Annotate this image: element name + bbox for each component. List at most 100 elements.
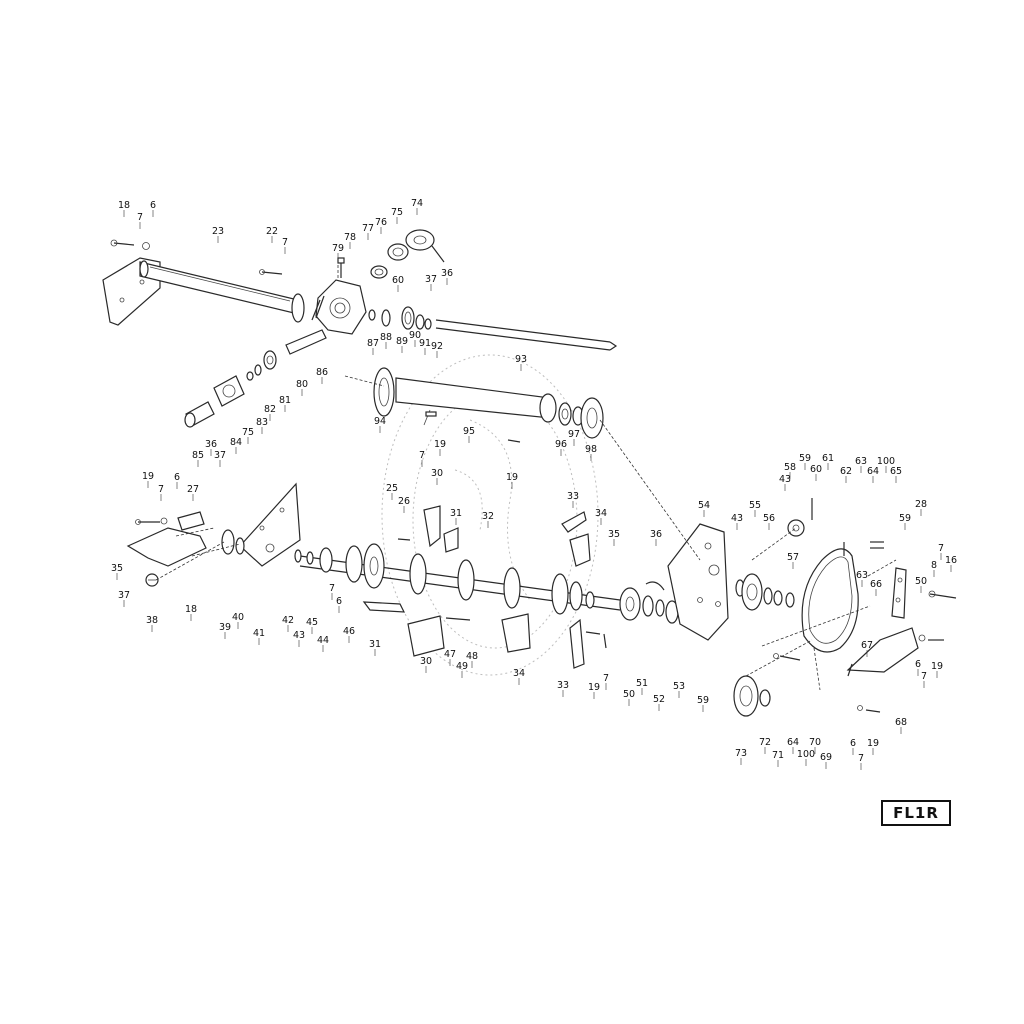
part-number-callout: 6 — [336, 596, 342, 607]
part-number-callout: 47 — [444, 649, 456, 660]
part-number-callout: 7 — [603, 673, 609, 684]
part-number-callout: 88 — [380, 332, 392, 343]
part-number-callout: 67 — [861, 640, 873, 651]
part-number-callout: 59 — [899, 513, 911, 524]
upper-drive-shaft — [368, 306, 618, 351]
part-number-callout: 51 — [636, 678, 648, 689]
part-number-callout: 37 — [425, 274, 437, 285]
part-number-callout: 73 — [735, 748, 747, 759]
part-number-callout: 85 — [192, 450, 204, 461]
part-number-callout: 19 — [434, 439, 446, 450]
part-number-callout: 80 — [296, 379, 308, 390]
part-number-callout: 61 — [822, 453, 834, 464]
part-number-callout: 60 — [810, 464, 822, 475]
part-number-callout: 19 — [867, 738, 879, 749]
part-number-callout: 27 — [187, 484, 199, 495]
part-number-callout: 87 — [367, 338, 379, 349]
part-number-callout: 65 — [890, 466, 902, 477]
part-number-callout: 36 — [441, 268, 453, 279]
part-number-callout: 35 — [608, 529, 620, 540]
part-number-callout: 56 — [763, 513, 775, 524]
part-number-callout: 40 — [232, 612, 244, 623]
part-number-callout: 91 — [419, 338, 431, 349]
part-number-callout: 7 — [419, 450, 425, 461]
part-number-callout: 46 — [343, 626, 355, 637]
part-number-callout: 19 — [931, 661, 943, 672]
assembly-lines — [155, 262, 897, 691]
drawing-code: FL1R — [893, 804, 939, 822]
skid-shoe — [846, 627, 944, 713]
part-number-callout: 60 — [392, 275, 404, 286]
part-number-callout: 22 — [266, 226, 278, 237]
part-number-callout: 43 — [731, 513, 743, 524]
tensioner-bar — [891, 567, 957, 619]
part-number-callout: 7 — [282, 237, 288, 248]
part-number-callout: 44 — [317, 635, 329, 646]
part-number-callout: 76 — [375, 217, 387, 228]
part-number-callout: 48 — [466, 651, 478, 662]
part-number-callout: 53 — [673, 681, 685, 692]
part-number-callout: 33 — [567, 491, 579, 502]
part-number-callout: 74 — [411, 198, 423, 209]
part-number-callout: 6 — [850, 738, 856, 749]
part-number-callout: 64 — [787, 737, 799, 748]
part-number-callout: 18 — [185, 604, 197, 615]
part-number-callout: 63 — [855, 456, 867, 467]
part-number-callout: 45 — [306, 617, 318, 628]
part-number-callout: 68 — [895, 717, 907, 728]
part-number-callout: 89 — [396, 336, 408, 347]
part-number-callout: 16 — [945, 555, 957, 566]
part-number-callout: 100 — [797, 749, 815, 760]
part-number-callout: 96 — [555, 439, 567, 450]
part-number-callout: 54 — [698, 500, 710, 511]
frame-tube-assembly — [102, 239, 305, 326]
part-number-callout: 34 — [513, 668, 525, 679]
part-number-callout: 26 — [398, 496, 410, 507]
left-mount-bracket — [126, 511, 207, 587]
part-number-callout: 77 — [362, 223, 374, 234]
part-number-callout: 57 — [787, 552, 799, 563]
tiller-blades — [362, 505, 601, 669]
part-number-callout: 63 — [856, 570, 868, 581]
part-number-callout: 19 — [142, 471, 154, 482]
part-number-callout: 7 — [329, 583, 335, 594]
part-number-callout: 42 — [282, 615, 294, 626]
part-number-callout: 7 — [137, 212, 143, 223]
part-number-callout: 79 — [332, 243, 344, 254]
part-number-callout: 25 — [386, 483, 398, 494]
part-number-callout: 100 — [877, 456, 895, 467]
left-side-plate — [221, 482, 301, 567]
part-number-callout: 28 — [915, 499, 927, 510]
part-number-callout: 70 — [809, 737, 821, 748]
part-number-callout: 43 — [779, 474, 791, 485]
part-number-callout: 62 — [840, 466, 852, 477]
part-number-callout: 19 — [506, 472, 518, 483]
part-number-callout: 82 — [264, 404, 276, 415]
part-number-callout: 75 — [391, 207, 403, 218]
part-number-callout: 94 — [374, 416, 386, 427]
part-number-callout: 6 — [150, 200, 156, 211]
part-number-callout: 81 — [279, 395, 291, 406]
part-number-callout: 55 — [749, 500, 761, 511]
part-number-callout: 98 — [585, 444, 597, 455]
part-number-callout: 31 — [450, 508, 462, 519]
sprocket-stack — [735, 573, 795, 611]
part-number-callout: 50 — [623, 689, 635, 700]
part-number-callout: 7 — [858, 753, 864, 764]
part-number-callout: 8 — [931, 560, 937, 571]
part-number-callout: 66 — [870, 579, 882, 590]
part-number-callout: 7 — [921, 671, 927, 682]
part-number-callout: 41 — [253, 628, 265, 639]
chain-cover — [801, 541, 884, 653]
part-number-callout: 93 — [515, 354, 527, 365]
lower-sprocket — [733, 639, 813, 717]
part-number-callout: 59 — [697, 695, 709, 706]
upper-sprocket — [751, 498, 813, 561]
part-number-callout: 30 — [420, 656, 432, 667]
rotor-shaft — [294, 543, 621, 615]
part-number-callout: 36 — [650, 529, 662, 540]
part-number-callout: 90 — [409, 330, 421, 341]
part-number-callout: 30 — [431, 468, 443, 479]
part-number-callout: 50 — [915, 576, 927, 587]
